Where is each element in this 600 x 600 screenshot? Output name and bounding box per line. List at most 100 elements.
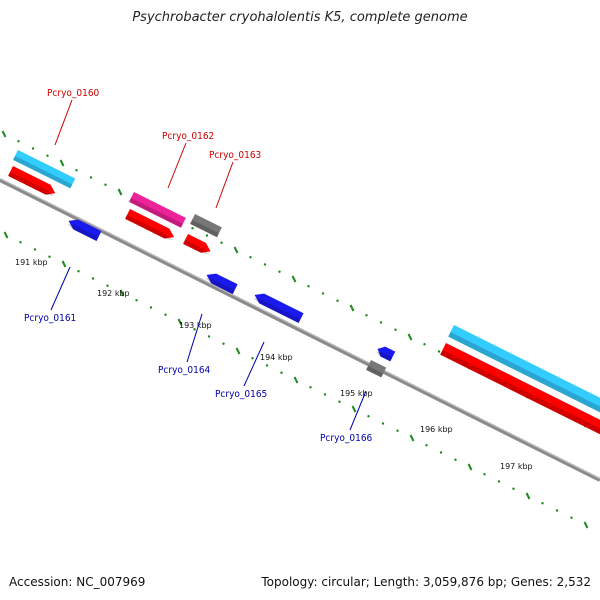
gene-label-pcryo_0165[interactable]: Pcryo_0165 (215, 389, 267, 400)
outer-ring-dot (321, 292, 325, 295)
leader-line-pcryo_0166 (349, 390, 367, 431)
inner-ring-dot (555, 509, 559, 512)
tick-label: 195 kbp (340, 389, 373, 398)
cds-forward-large-shade (440, 349, 600, 435)
tick-label: 196 kbp (420, 425, 453, 434)
outer-ring-dot (205, 234, 209, 237)
inner-ring-major-tick (177, 318, 183, 326)
cds-pcryo-0164-shape (206, 273, 238, 295)
inner-ring-major-tick (467, 463, 473, 471)
inner-ring-dot (33, 248, 37, 251)
cds-pcryo-0164[interactable] (204, 270, 238, 295)
outer-ring-major-tick (407, 333, 413, 341)
outer-ring-dot (423, 343, 426, 346)
inner-ring-dot (77, 270, 80, 273)
outer-ring-dot (278, 270, 281, 273)
cds-pcryo-0166-shade (376, 351, 393, 362)
outer-ring-dot (46, 154, 49, 157)
inner-ring-major-tick (351, 405, 357, 413)
outer-ring-major-tick (1, 130, 7, 138)
cds-pcryo-0162-shape (125, 209, 175, 239)
outer-ring-major-tick (349, 304, 355, 312)
feature-cyan-large-shape (448, 325, 600, 417)
gene-label-pcryo_0162[interactable]: Pcryo_0162 (162, 131, 214, 142)
gene-label-pcryo_0161[interactable]: Pcryo_0161 (24, 313, 76, 324)
cds-pcryo-0163-shape (183, 234, 211, 253)
leader-line-pcryo_0165 (243, 341, 265, 387)
outer-ring-dot (307, 285, 310, 288)
cds-pcryo-0163[interactable] (183, 234, 213, 256)
inner-ring-dot (280, 371, 283, 374)
accession-text: Accession: NC_007969 (9, 575, 146, 589)
inner-ring-dot (454, 458, 457, 461)
inner-ring-major-tick (583, 521, 589, 529)
feature-cyan-0160[interactable] (13, 150, 76, 189)
cds-pcryo-0161-shade (67, 223, 99, 242)
inner-ring-major-tick (525, 492, 531, 500)
inner-ring-dot (91, 277, 95, 280)
gene-label-pcryo_0164[interactable]: Pcryo_0164 (158, 365, 211, 376)
tick-label: 194 kbp (260, 353, 293, 362)
leader-line-pcryo_0162 (167, 142, 187, 189)
inner-ring-dot (396, 429, 399, 432)
outer-ring-dot (89, 176, 93, 179)
cds-pcryo-0165-shade (253, 297, 301, 324)
inner-ring-dot (570, 516, 573, 519)
inner-ring-dot (265, 364, 269, 367)
leader-line-pcryo_0160 (54, 99, 73, 146)
inner-ring-dot (381, 422, 385, 425)
cds-pcryo-0166[interactable] (375, 344, 396, 362)
inner-ring-dot (323, 393, 327, 396)
feature-gray-0166-shape (366, 360, 387, 378)
inner-ring-major-tick (409, 434, 415, 442)
feature-gray-0166-shade (366, 365, 384, 378)
cds-pcryo-0165[interactable] (252, 290, 304, 324)
cds-pcryo-0160[interactable] (8, 166, 58, 198)
inner-ring-dot (164, 313, 167, 316)
outer-ring-major-tick (117, 188, 123, 196)
backbone-highlight (0, 178, 600, 479)
cds-pcryo-0160-shade (8, 171, 54, 197)
cds-pcryo-0165-shape (254, 293, 304, 324)
inner-ring-dot (19, 241, 22, 244)
cds-pcryo-0162[interactable] (125, 209, 176, 242)
outer-ring-dot (31, 147, 35, 150)
outer-ring-major-tick (233, 246, 239, 254)
gene-label-pcryo_0166[interactable]: Pcryo_0166 (320, 433, 373, 444)
leader-line-pcryo_0163 (215, 161, 234, 209)
leader-line-pcryo_0161 (50, 266, 71, 311)
inner-ring-dot (367, 415, 370, 418)
feature-gray-0166[interactable] (366, 360, 387, 378)
cds-forward-large[interactable] (440, 343, 600, 435)
outer-ring-dot (437, 350, 441, 353)
gene-label-pcryo_0163[interactable]: Pcryo_0163 (209, 150, 261, 161)
gene-label-pcryo_0160[interactable]: Pcryo_0160 (47, 88, 100, 99)
outer-ring-dot (75, 169, 78, 172)
feature-cyan-large[interactable] (448, 325, 600, 417)
backbone-line (0, 178, 600, 482)
inner-ring-dot (48, 255, 51, 258)
feature-cyan-0160-shape (13, 150, 76, 189)
cds-pcryo-0161[interactable] (66, 216, 102, 242)
feature-magenta-0162-shade (129, 197, 183, 228)
outer-ring-dot (379, 321, 383, 324)
outer-ring-dot (17, 140, 20, 143)
cds-pcryo-0162-shade (125, 214, 173, 241)
map-title: Psychrobacter cryohalolentis K5, complet… (132, 10, 468, 25)
cds-pcryo-0163-shade (183, 239, 210, 255)
tick-label: 192 kbp (97, 289, 130, 298)
outer-ring-dot (191, 227, 194, 230)
outer-ring-dot (249, 256, 252, 259)
cds-pcryo-0160-shape (8, 166, 56, 195)
inner-ring-major-tick (3, 231, 9, 239)
inner-ring-dot (497, 480, 501, 483)
tick-label: 191 kbp (15, 258, 48, 267)
feature-gray-0163[interactable] (190, 214, 222, 238)
feature-gray-0163-shade (190, 219, 219, 238)
cds-pcryo-0161-shape (68, 219, 102, 242)
cds-forward-large-shape (440, 343, 600, 435)
feature-magenta-0162-shape (129, 192, 186, 228)
feature-magenta-0162[interactable] (129, 192, 186, 228)
